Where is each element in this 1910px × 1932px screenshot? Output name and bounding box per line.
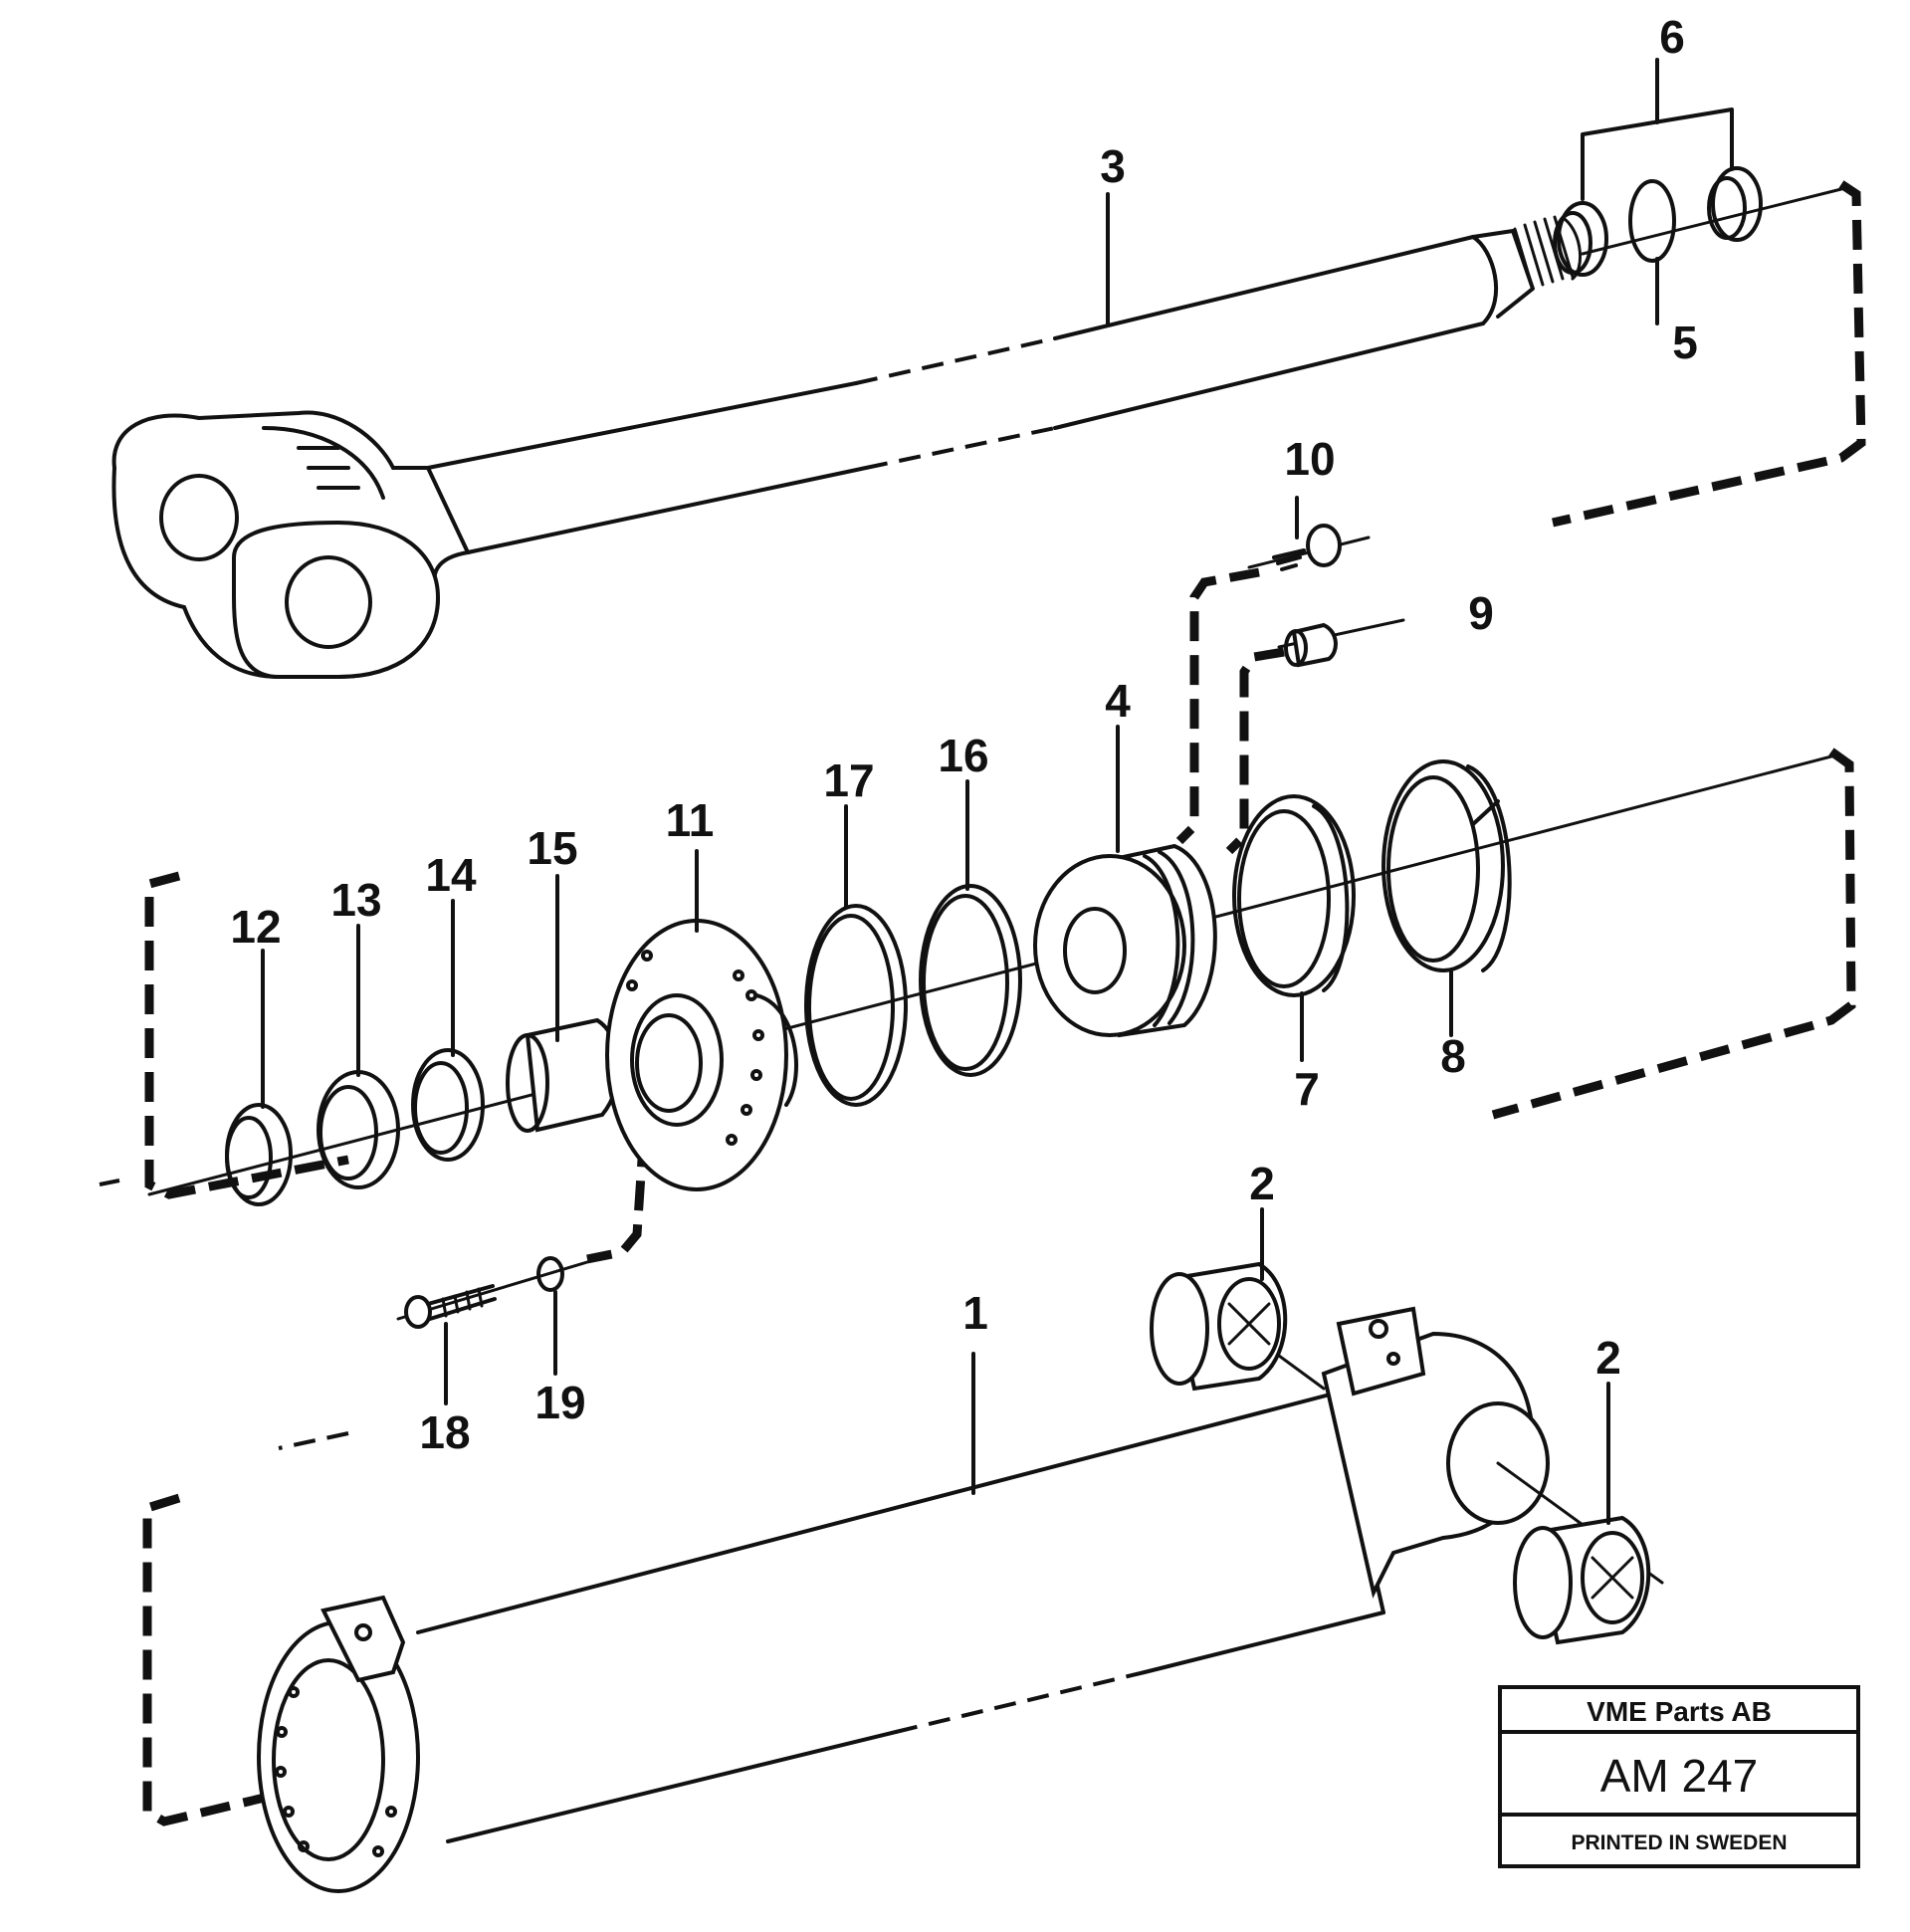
washer-19	[536, 1256, 564, 1292]
thread-marks	[1513, 215, 1583, 291]
o-ring-16	[919, 884, 1022, 1077]
guide-ring-8	[1381, 759, 1505, 972]
callout-18: 18	[419, 1406, 470, 1458]
bushings	[1150, 1261, 1651, 1645]
o-ring-5	[1628, 179, 1676, 263]
callout-4: 4	[1105, 675, 1131, 727]
buffer-seal-14	[411, 1048, 485, 1162]
valve-parts	[1247, 496, 1405, 668]
seal-ring-6a	[1557, 201, 1608, 277]
leader-lines	[261, 192, 1610, 1525]
callout-13: 13	[330, 874, 381, 926]
callout-5: 5	[1672, 317, 1698, 368]
plug-10	[1306, 524, 1342, 567]
callout-17: 17	[823, 754, 874, 806]
callout-2a: 2	[1249, 1158, 1275, 1209]
callout-9: 9	[1468, 587, 1494, 639]
callout-11: 11	[666, 794, 715, 846]
callout-6: 6	[1659, 11, 1685, 63]
screw-washer	[396, 1256, 589, 1405]
piston-rod	[111, 215, 1583, 679]
screw-18	[404, 1295, 432, 1329]
callout-10: 10	[1284, 433, 1335, 485]
rod-eye-hole-back	[159, 474, 239, 561]
rod-eye-hole-front	[285, 555, 372, 649]
callout-7: 7	[1294, 1063, 1320, 1115]
cylinder-tube	[257, 1277, 1664, 1893]
callout-15: 15	[527, 822, 577, 874]
callout-12: 12	[230, 901, 281, 953]
callout-14: 14	[425, 849, 477, 901]
title-block-printed: PRINTED IN SWEDEN	[1571, 1831, 1787, 1854]
callout-3: 3	[1100, 140, 1126, 192]
callout-1: 1	[962, 1287, 988, 1339]
callout-2b: 2	[1595, 1332, 1621, 1384]
title-block-company: VME Parts AB	[1587, 1696, 1772, 1727]
callouts: 1 2 2 3 4 5 6 7 8 9 10 11 12 13 14 15 16…	[230, 11, 1697, 1458]
seal-ring-6b	[1711, 166, 1763, 242]
assembly-connectors	[99, 180, 1866, 1826]
callout-19: 19	[534, 1377, 585, 1428]
title-block: VME Parts AB AM 247 PRINTED IN SWEDEN	[1498, 1685, 1860, 1868]
callout-8: 8	[1440, 1030, 1466, 1082]
title-block-drawing-number: AM 247	[1600, 1750, 1759, 1802]
piston-seal-7	[1232, 794, 1356, 997]
bushing-2b	[1513, 1515, 1651, 1645]
callout-16: 16	[938, 730, 988, 781]
backup-ring-17	[804, 904, 908, 1107]
guide-cap-assembly	[147, 754, 1833, 1206]
seal-kit	[1553, 58, 1843, 325]
bushing-2a	[1150, 1261, 1288, 1392]
